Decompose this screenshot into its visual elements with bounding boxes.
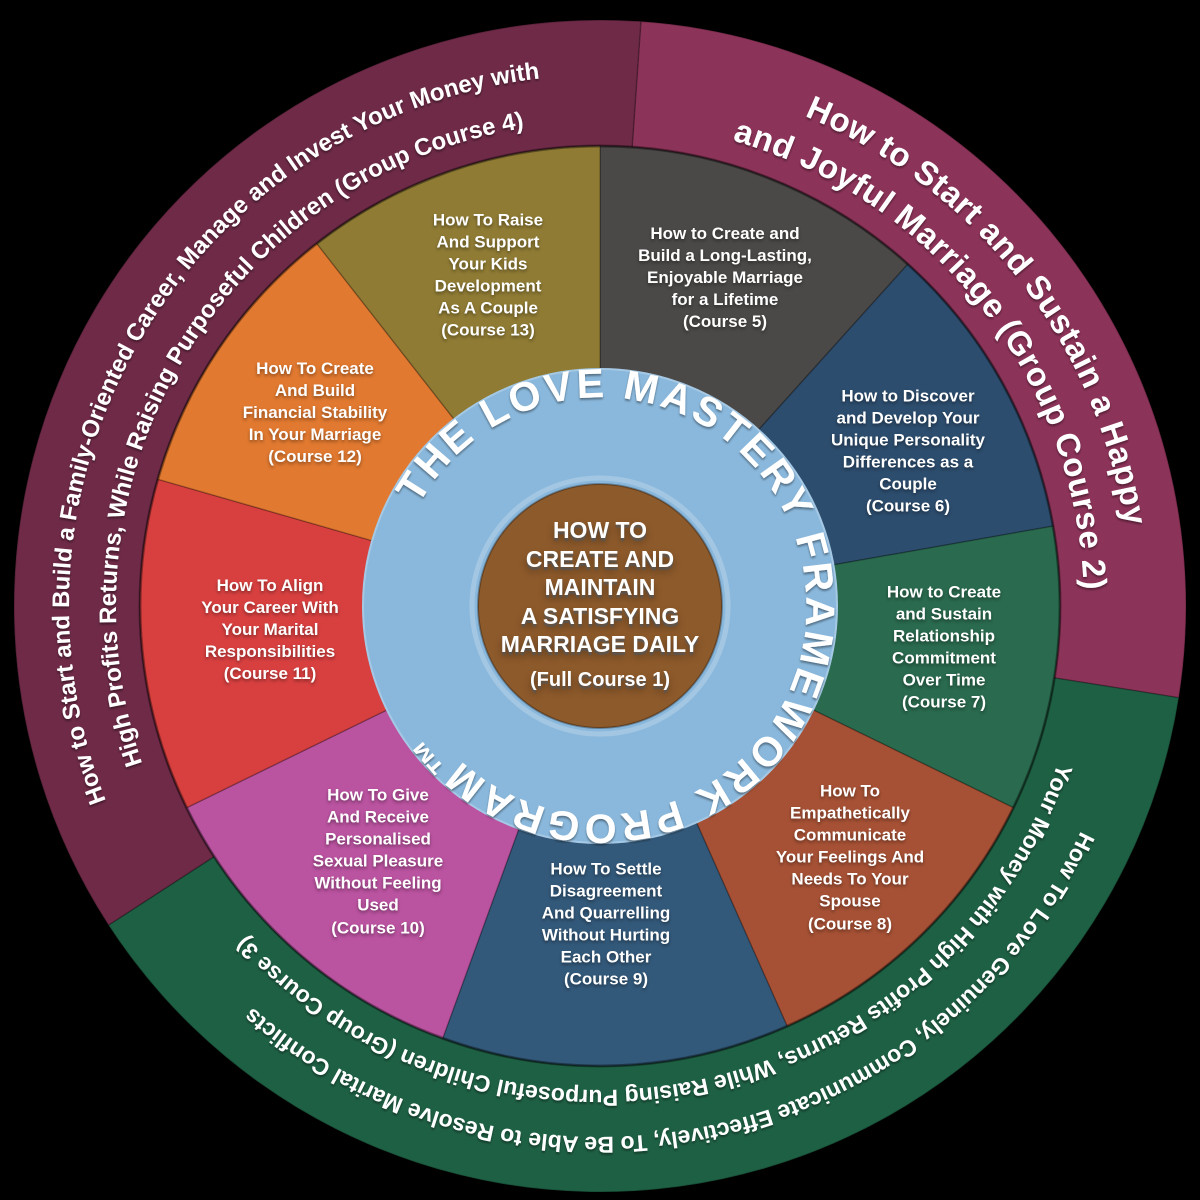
course-9-label: How To Settle Disagreement And Quarrelli… [541,859,671,990]
course-8-label: How To Empathetically Communicate Your F… [775,781,925,934]
center-label: HOW TO CREATE AND MAINTAIN A SATISFYING … [484,516,716,692]
center-subtitle: (Full Course 1) [529,668,670,691]
course-11-label: How To Align Your Career With Your Marit… [201,575,339,684]
course-7-label: How to Create and Sustain Relationship C… [886,582,1002,713]
course-6-label: How to Discover and Develop Your Unique … [831,386,985,517]
course-12-label: How To Create And Build Financial Stabil… [242,358,388,467]
center-circle [477,483,723,729]
course-13-label: How To Raise And Support Your Kids Devel… [432,210,544,341]
ring-separator [138,144,1062,1068]
course-5-label: How to Create and Build a Long-Lasting, … [638,223,812,332]
course-10-label: How To Give And Receive Personalised Sex… [312,785,444,938]
center-highlight-ring [469,475,731,737]
center-title: HOW TO CREATE AND MAINTAIN A SATISFYING … [500,517,700,658]
